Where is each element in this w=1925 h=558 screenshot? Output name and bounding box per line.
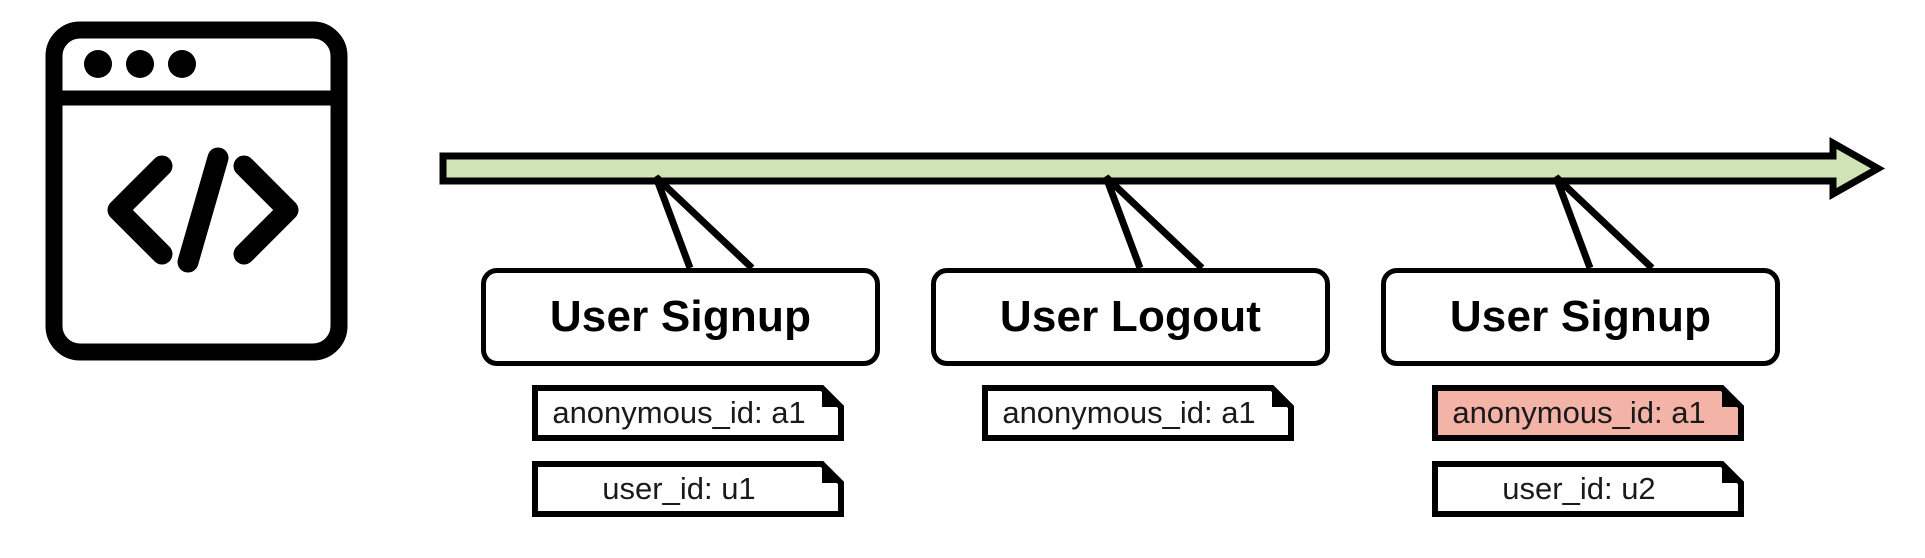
event-box-user-signup-2[interactable]: User Signup [1381,268,1780,366]
leader-line-event-1 [652,174,755,271]
tag-label: anonymous_id: a1 [1002,395,1256,430]
event-box-user-signup-1[interactable]: User Signup [481,268,880,366]
tag-label: user_id: u2 [1502,471,1656,506]
tag-user-id-2[interactable]: user_id: u2 [1432,461,1744,517]
tag-user-id-1[interactable]: user_id: u1 [532,461,844,517]
tag-label: anonymous_id: a1 [1452,395,1706,430]
tag-anonymous-id-3-highlighted[interactable]: anonymous_id: a1 [1432,385,1744,441]
leader-line-event-2 [1102,174,1205,271]
tag-anonymous-id-1[interactable]: anonymous_id: a1 [532,385,844,441]
leader-line-event-3 [1552,174,1655,271]
tag-label: user_id: u1 [602,471,756,506]
tag-label: anonymous_id: a1 [552,395,806,430]
tag-anonymous-id-2[interactable]: anonymous_id: a1 [982,385,1294,441]
code-window-icon [40,18,365,363]
event-box-user-logout[interactable]: User Logout [931,268,1330,366]
event-timeline-arrow [439,136,1886,201]
